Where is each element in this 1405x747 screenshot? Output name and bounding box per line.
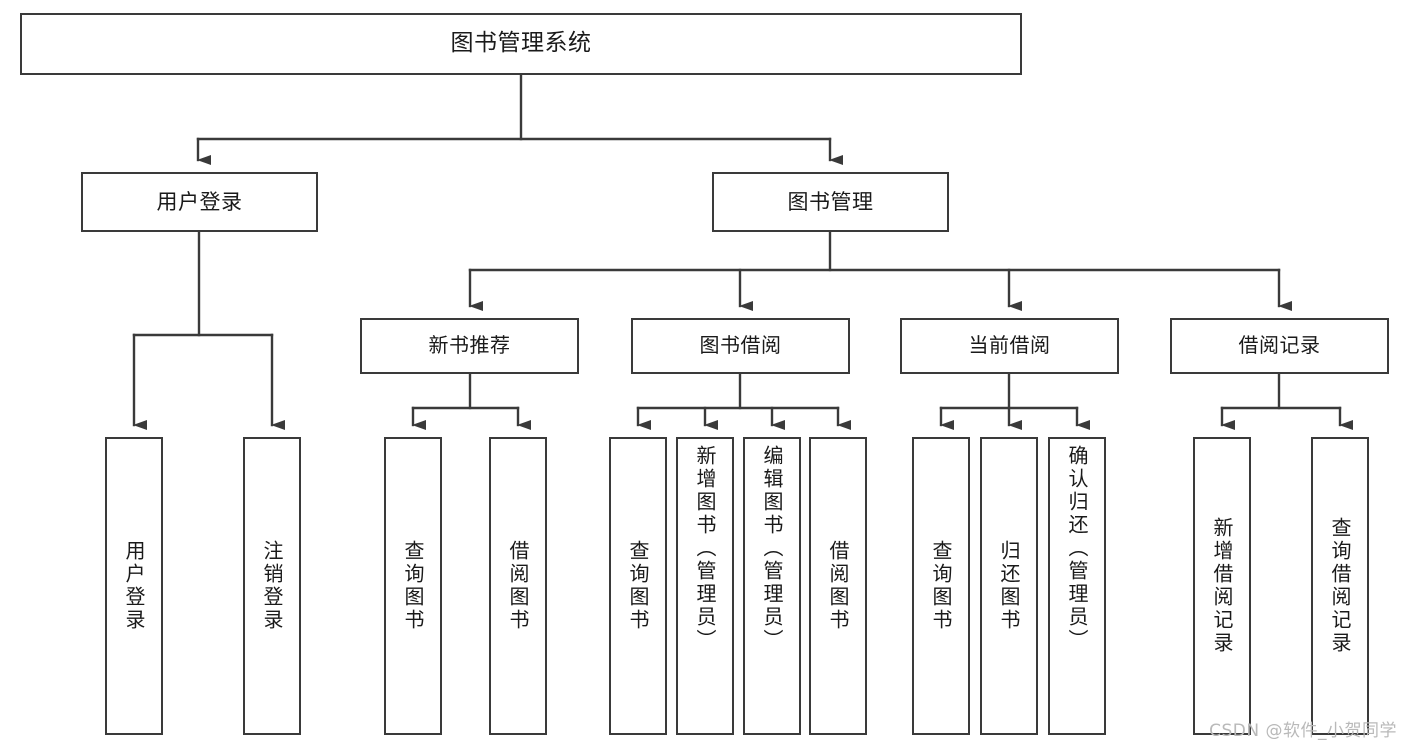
node-leaf-recommend-query-book[interactable]: 查询图书 [384, 437, 442, 735]
node-label: 借阅图书 [826, 540, 850, 632]
node-label: 查询图书 [401, 540, 425, 632]
node-current-borrow[interactable]: 当前借阅 [900, 318, 1119, 374]
node-label: 借阅图书 [506, 540, 530, 632]
node-leaf-user-login-logout[interactable]: 注销登录 [243, 437, 301, 735]
node-label: 查询借阅记录 [1328, 517, 1352, 655]
node-root-book-management-system[interactable]: 图书管理系统 [20, 13, 1022, 75]
node-leaf-recommend-borrow-book[interactable]: 借阅图书 [489, 437, 547, 735]
node-label: 新增图书（管理员） [693, 445, 717, 652]
node-label: 图书借阅 [699, 333, 782, 358]
node-label: 图书管理系统 [450, 30, 592, 57]
node-leaf-current-return-book[interactable]: 归还图书 [980, 437, 1038, 735]
node-label: 新书推荐 [428, 333, 511, 358]
node-book-borrow[interactable]: 图书借阅 [631, 318, 850, 374]
node-leaf-record-add[interactable]: 新增借阅记录 [1193, 437, 1251, 735]
node-label: 用户登录 [156, 189, 243, 214]
node-label: 借阅记录 [1238, 333, 1321, 358]
node-label: 编辑图书（管理员） [760, 445, 784, 652]
edge-new-book-recommend-to-children [411, 372, 520, 410]
edge-root-to-bus [196, 73, 832, 141]
node-label: 图书管理 [787, 189, 874, 214]
csdn-watermark: CSDN @软件_小贺同学 [1209, 721, 1397, 741]
node-label: 当前借阅 [968, 333, 1051, 358]
node-label: 归还图书 [997, 540, 1021, 632]
node-leaf-current-query-book[interactable]: 查询图书 [912, 437, 970, 735]
node-label: 新增借阅记录 [1210, 517, 1234, 655]
node-leaf-borrow-edit-book[interactable]: 编辑图书（管理员） [743, 437, 801, 735]
node-borrow-record[interactable]: 借阅记录 [1170, 318, 1389, 374]
node-label: 注销登录 [260, 540, 284, 632]
node-user-login[interactable]: 用户登录 [81, 172, 318, 232]
node-leaf-borrow-borrow-book[interactable]: 借阅图书 [809, 437, 867, 735]
node-leaf-current-confirm-return[interactable]: 确认归还（管理员） [1048, 437, 1106, 735]
node-label: 查询图书 [626, 540, 650, 632]
node-leaf-user-login-login[interactable]: 用户登录 [105, 437, 163, 735]
edge-book-borrow-to-children [636, 372, 840, 410]
node-label: 用户登录 [122, 540, 146, 632]
edge-user-login-to-children [132, 230, 274, 337]
node-label: 查询图书 [929, 540, 953, 632]
edge-book-management-to-children [468, 230, 1281, 272]
node-leaf-borrow-add-book[interactable]: 新增图书（管理员） [676, 437, 734, 735]
edge-borrow-record-to-children [1220, 372, 1342, 410]
node-label: 确认归还（管理员） [1065, 445, 1089, 652]
node-leaf-record-query[interactable]: 查询借阅记录 [1311, 437, 1369, 735]
edge-current-borrow-to-children [939, 372, 1079, 410]
node-leaf-borrow-query-book[interactable]: 查询图书 [609, 437, 667, 735]
node-new-book-recommend[interactable]: 新书推荐 [360, 318, 579, 374]
node-book-management[interactable]: 图书管理 [712, 172, 949, 232]
